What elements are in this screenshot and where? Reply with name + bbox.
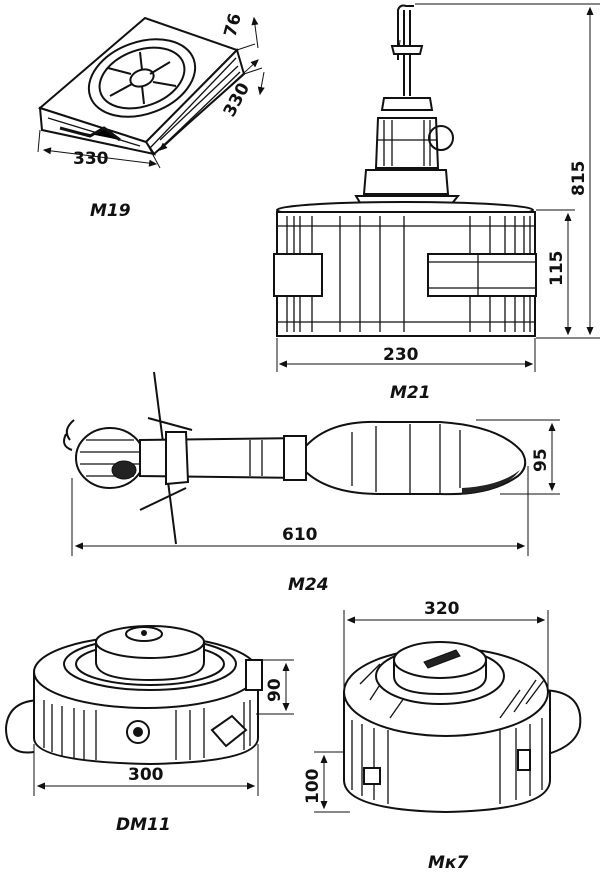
mine-m21 xyxy=(273,3,600,372)
m24-caption: M24 xyxy=(288,575,329,595)
m24-length-dimension: 610 xyxy=(282,525,318,545)
dm11-caption: DM11 xyxy=(116,815,171,835)
m19-width-dimension: 330 xyxy=(73,149,109,169)
dm11-body-shading xyxy=(43,700,251,760)
mk7-diameter-dimension: 320 xyxy=(424,599,460,619)
m21-body-height-dimension: 115 xyxy=(547,251,567,287)
dm11-diameter-dimension: 300 xyxy=(128,765,164,785)
mine-m24 xyxy=(63,371,560,556)
m21-height-dimension: 815 xyxy=(569,161,589,197)
m21-caption: M21 xyxy=(390,383,431,403)
m19-height-dimension: 76 xyxy=(221,11,246,39)
mk7-caption: Mк7 xyxy=(428,853,468,873)
mk7-height-dimension: 100 xyxy=(303,768,323,804)
dm11-height-dimension: 90 xyxy=(265,678,285,702)
mine-dm11 xyxy=(4,625,294,796)
mine-mk7 xyxy=(314,610,582,814)
m24-diameter-dimension: 95 xyxy=(531,448,551,472)
m21-diameter-dimension: 230 xyxy=(383,345,419,365)
m19-caption: M19 xyxy=(90,201,131,221)
mine-m19 xyxy=(37,18,264,169)
